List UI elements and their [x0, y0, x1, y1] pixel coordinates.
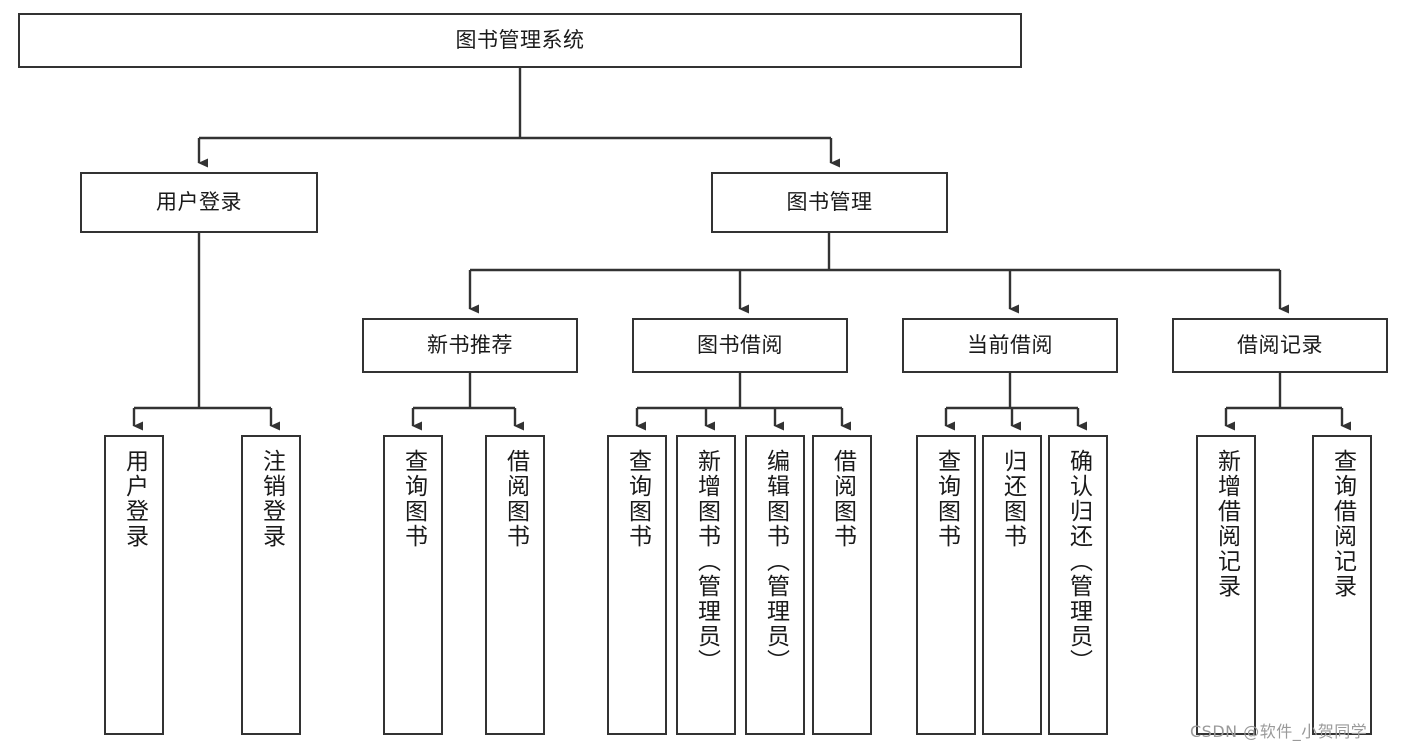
node-user-login-label: 用户登录 [156, 190, 242, 215]
leaf-node[interactable]: 注销登录 [241, 435, 301, 735]
leaf-node-label: 归还图书 [999, 449, 1026, 549]
leaf-node-label: 查询借阅记录 [1329, 449, 1356, 599]
node-book-management-label: 图书管理 [786, 190, 873, 215]
edges-borrow-to-leaves [635, 373, 851, 431]
node-book-management[interactable]: 图书管理 [711, 172, 948, 233]
leaf-node-label: 借阅图书 [502, 449, 529, 549]
node-user-login[interactable]: 用户登录 [80, 172, 318, 233]
leaf-node-label: 查询图书 [933, 449, 960, 549]
edges-root-to-level2 [197, 68, 840, 168]
leaf-node-label: 借阅图书 [829, 449, 856, 549]
leaf-node[interactable]: 借阅图书 [485, 435, 545, 735]
leaf-node-label: 用户登录 [121, 449, 148, 549]
leaf-node[interactable]: 借阅图书 [812, 435, 872, 735]
edges-current-to-leaves [944, 373, 1087, 431]
edges-bookmgmt-to-level3 [468, 233, 1289, 314]
leaf-node[interactable]: 确认归还（管理员） [1048, 435, 1108, 735]
node-book-borrow[interactable]: 图书借阅 [632, 318, 848, 373]
node-current-borrow-label: 当前借阅 [967, 333, 1053, 358]
leaf-node[interactable]: 新增图书（管理员） [676, 435, 736, 735]
csdn-watermark: CSDN @软件_小贺同学 [1190, 722, 1368, 741]
node-borrow-records[interactable]: 借阅记录 [1172, 318, 1388, 373]
edges-userlogin-to-leaves [132, 233, 280, 431]
node-current-borrow[interactable]: 当前借阅 [902, 318, 1118, 373]
node-root-label: 图书管理系统 [455, 28, 585, 53]
leaf-node[interactable]: 新增借阅记录 [1196, 435, 1256, 735]
leaf-node-label: 查询图书 [400, 449, 427, 549]
leaf-node-label: 查询图书 [624, 449, 651, 549]
node-new-book-recommend-label: 新书推荐 [427, 333, 513, 358]
node-book-borrow-label: 图书借阅 [697, 333, 783, 358]
node-root[interactable]: 图书管理系统 [18, 13, 1022, 68]
leaf-node-label: 新增图书（管理员） [693, 449, 720, 674]
leaf-node-label: 新增借阅记录 [1213, 449, 1240, 599]
leaf-node[interactable]: 查询图书 [383, 435, 443, 735]
node-new-book-recommend[interactable]: 新书推荐 [362, 318, 578, 373]
leaf-node[interactable]: 查询借阅记录 [1312, 435, 1372, 735]
leaf-node[interactable]: 归还图书 [982, 435, 1042, 735]
leaf-node-label: 编辑图书（管理员） [762, 449, 789, 674]
node-borrow-records-label: 借阅记录 [1237, 333, 1323, 358]
edges-newbook-to-leaves [411, 373, 524, 431]
edges-records-to-leaves [1224, 373, 1351, 431]
leaf-node[interactable]: 查询图书 [916, 435, 976, 735]
leaf-node-label: 确认归还（管理员） [1065, 449, 1092, 674]
leaf-node-label: 注销登录 [258, 449, 285, 549]
leaf-node[interactable]: 编辑图书（管理员） [745, 435, 805, 735]
leaf-node[interactable]: 用户登录 [104, 435, 164, 735]
leaf-node[interactable]: 查询图书 [607, 435, 667, 735]
